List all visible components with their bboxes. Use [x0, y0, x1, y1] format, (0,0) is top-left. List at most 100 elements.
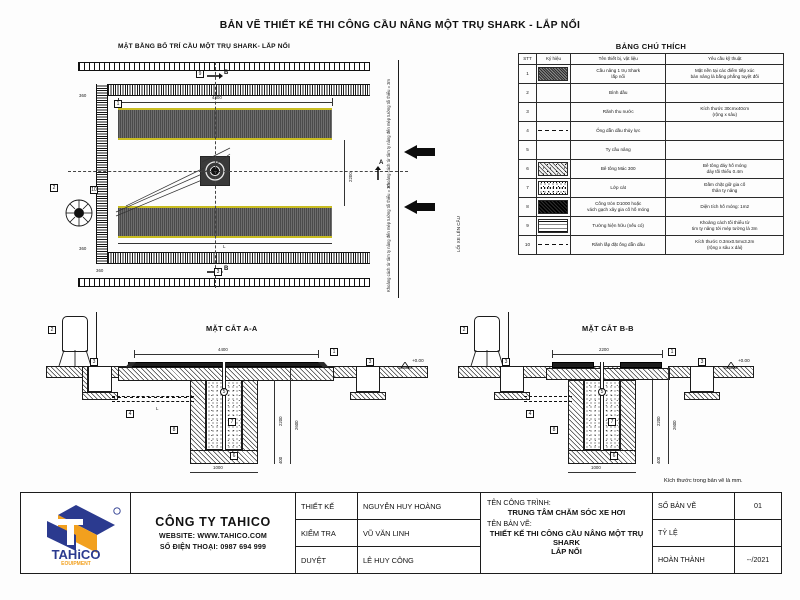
meta-row-number: SỐ BẢN VẼ 01 [653, 493, 781, 520]
drawing-value-line2: LẮP NỔI [551, 547, 582, 556]
section-b-drain-right-base [684, 392, 720, 400]
symbol-none-icon [538, 105, 568, 119]
legend-name: Bình dầu [569, 83, 667, 103]
meta-key: SỐ BẢN VẼ [653, 493, 735, 519]
section-b-dimline-pitwidth [568, 472, 636, 473]
section-b-apron [546, 368, 670, 380]
plan-note-bottom: Khoảng cách từ tâm ty nâng đến mép tường… [386, 182, 391, 292]
plan-section-arrow-a [375, 166, 381, 180]
company-website: WEBSITE: WWW.TAHICO.COM [158, 532, 268, 540]
legend-stt: 9 [518, 216, 537, 236]
section-a-pit-base [190, 450, 258, 464]
legend-req: Diện tích hố móng: 1m2 [665, 197, 784, 217]
plan-dimline-length [118, 102, 332, 103]
section-b-platform-left [552, 362, 594, 368]
legend-name: Bê tông Mác 300 [569, 159, 667, 179]
plan-hatch-bottom [96, 252, 370, 264]
legend-req: Mặt nền tại các điểm tiếp xúc bàn nâng l… [665, 64, 784, 84]
legend-row: 1 Cầu nâng 1 trụ Shark lắp nổi Mặt nền t… [518, 64, 784, 84]
legend-header-symbol: Ký hiệu [535, 53, 571, 65]
plan-callout-3: 3 [214, 268, 222, 276]
plan-dimline-L [118, 243, 332, 244]
plan-dim-width: 2200 [348, 172, 353, 182]
section-a-dimline-depth [274, 380, 275, 450]
section-b-oil-trench [524, 396, 572, 402]
legend-title: BẢNG CHÚ THÍCH [615, 42, 687, 51]
plan-note-top: Khoảng cách từ tâm ty nâng đến mép tường… [386, 78, 391, 188]
section-b-callout-6: 6 [610, 452, 618, 460]
legend-name: Rãnh thu nước [569, 102, 667, 122]
symbol-solid-dark-icon [538, 200, 569, 214]
legend-req: Kích thước 0.3mx0.5mx3.2m (rộng x sâu x … [665, 235, 784, 255]
plan-view-title: MẶT BẰNG BỐ TRÍ CẦU MỘT TRỤ SHARK- LẮP N… [118, 43, 291, 50]
legend-row: 3 Rãnh thu nước Kích thước 30cmx40cm (rộ… [518, 102, 784, 122]
plan-wall-top [78, 62, 370, 71]
symbol-none-icon [538, 143, 568, 157]
legend-stt: 5 [518, 140, 537, 160]
plan-dim-wall-bottom-left: 360 [79, 246, 87, 251]
section-a-dim-L: L [156, 406, 159, 411]
section-a-dimline-base [274, 450, 275, 464]
section-b-platform-right [620, 362, 662, 368]
company-name: CÔNG TY TAHICO [155, 515, 271, 529]
section-b-dimtick-r [662, 350, 663, 358]
section-a-apron [118, 367, 334, 381]
symbol-dashed-pair-icon [538, 238, 569, 252]
legend-table: BẢNG CHÚ THÍCH STT Ký hiệu Tên thiết bị,… [518, 42, 784, 255]
section-a-drain-left [88, 366, 112, 392]
section-a-title: MẶT CẮT A-A [206, 324, 258, 333]
plan-dim-wall-top-left: 360 [79, 93, 87, 98]
legend-stt: 10 [518, 235, 537, 255]
company-phone: SỐ ĐIỆN THOẠI: 0987 694 999 [159, 543, 267, 551]
plan-section-marker-a-top: A [379, 160, 384, 166]
legend-req: Bê tông đáy hố móng dày tối thiểu 0.4m [665, 159, 784, 179]
legend-name: Cống tròn D1000 hoặc vách gạch xây gia c… [569, 197, 667, 217]
drawing-meta: SỐ BẢN VẼ 01 TỶ LỆ HOÀN THÀNH --/2021 [653, 493, 781, 573]
section-b-callout-3-left: 3 [502, 358, 510, 366]
project-info: TÊN CÔNG TRÌNH: TRUNG TÂM CHĂM SÓC XE HƠ… [481, 493, 653, 573]
legend-row: 5 Ty cầu nâng [518, 140, 784, 160]
legend-name: Ty cầu nâng [569, 140, 667, 160]
section-b-callout-3-right: 3 [698, 358, 706, 366]
plan-callout-2: 2 [50, 184, 58, 192]
section-b-dim-pit-depth: 2200 [656, 416, 661, 426]
meta-value: 01 [754, 502, 762, 510]
symbol-sand-dots-icon [538, 181, 569, 195]
signature-role: THIẾT KẾ [296, 493, 358, 519]
meta-value: --/2021 [746, 556, 770, 564]
section-a-dim-total-depth: 2600 [294, 420, 299, 430]
section-b-pit-base [568, 450, 636, 464]
symbol-brick-hatch-icon [538, 219, 569, 233]
plan-section-marker-b-top: B [224, 70, 229, 76]
section-b-dim-total-depth: 2600 [672, 420, 677, 430]
drawing-value-line1: THIẾT KẾ THI CÔNG CẦU NÂNG MỘT TRỤ SHARK [489, 529, 644, 547]
legend-row: 7 Lớp cát Đầm chặt giữ gia cố thân ty nâ… [518, 178, 784, 198]
section-a-oil-tank [62, 316, 88, 352]
plan-centerline-horizontal [68, 171, 408, 172]
legend-stt: 7 [518, 178, 537, 198]
legend-stt: 4 [518, 121, 537, 141]
section-a-dim-pit-width: 1000 [213, 465, 223, 470]
legend-row: 6 Bê tông Mác 300 Bê tông đáy hố móng dà… [518, 159, 784, 179]
section-b-drain-left [500, 366, 524, 392]
signature-row-designer: THIẾT KẾ NGUYỄN HUY HOÀNG [296, 493, 480, 520]
plan-right-boundary [398, 60, 399, 298]
signature-role: KIỂM TRA [296, 520, 358, 546]
legend-req [665, 121, 784, 141]
section-b-callout-8: 8 [550, 426, 558, 434]
entry-arrow-lower-tail [417, 203, 435, 211]
section-a-callout-8: 8 [170, 426, 178, 434]
legend-symbol-cell [535, 64, 571, 84]
section-a-dimline-top [134, 354, 318, 355]
legend-header-req: Yêu cầu kỹ thuật [665, 53, 784, 65]
legend-name: Rãnh lắp đặt ống dẫn dầu [569, 235, 667, 255]
section-a-dimtick-r [318, 350, 319, 358]
plan-hatch-top [96, 84, 370, 96]
logo-subtext: EQUIPMENT [61, 561, 91, 565]
section-a-callout-3-left: 3 [90, 358, 98, 366]
plan-dim-wall-bottom: 360 [96, 268, 104, 273]
company-info: CÔNG TY TAHICO WEBSITE: WWW.TAHICO.COM S… [131, 493, 296, 573]
legend-req: Đầm chặt giữ gia cố thân ty nâng [665, 178, 784, 198]
section-a-view: MẶT CẮT A-A 2 3 3 1 [30, 312, 430, 478]
